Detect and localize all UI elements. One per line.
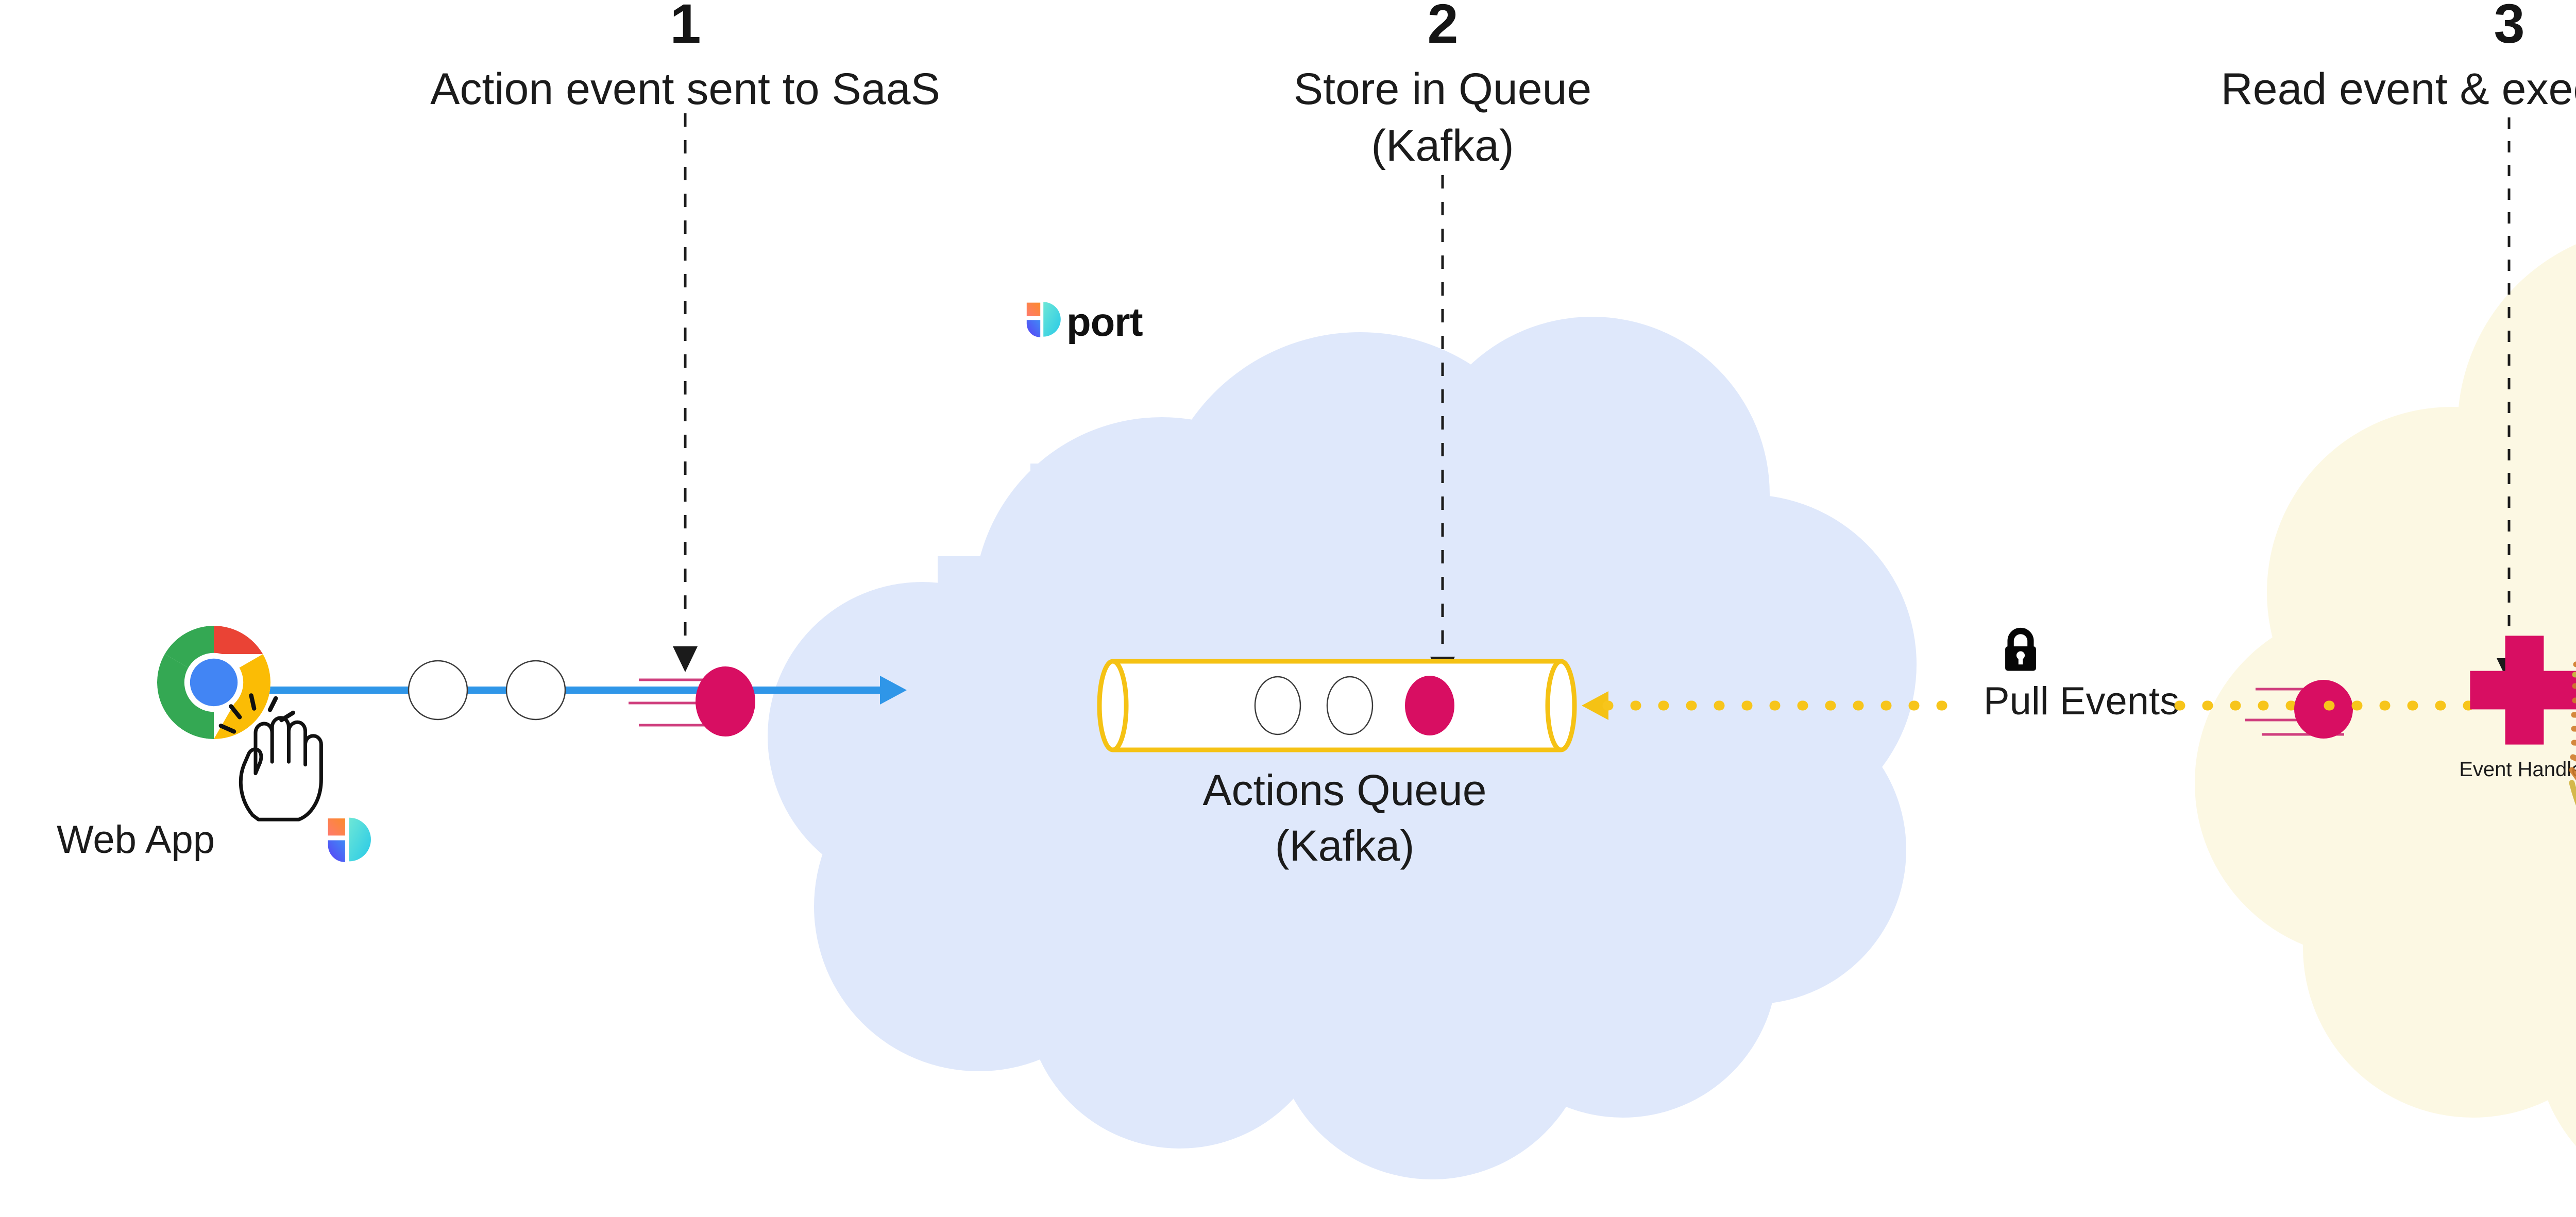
step-1-label: Action event sent to SaaS <box>430 64 940 114</box>
queue-message-filled <box>1405 676 1454 735</box>
actions-queue-cylinder <box>1097 659 1577 752</box>
event-dot-left-group <box>629 666 755 736</box>
event-dot-marker-right <box>2294 680 2353 739</box>
pointing-hand-cursor-icon <box>218 693 323 821</box>
step-1-number: 1 <box>670 0 701 55</box>
step-3-pointer-line <box>2497 117 2521 684</box>
step-2-number: 2 <box>1427 0 1458 55</box>
port-brand-wordmark: port <box>1066 299 1143 345</box>
pull-events-dotted-left <box>1602 700 1963 711</box>
pull-events-dotted-handler <box>2324 700 2499 711</box>
pull-events-label: Pull Events <box>1983 679 2180 723</box>
chrome-icon[interactable] <box>157 626 270 739</box>
event-handler-cross-icon[interactable] <box>2468 633 2576 747</box>
webapp-label: Web App <box>57 818 215 862</box>
queue-message-empty-1 <box>1254 676 1301 735</box>
actions-queue-subtitle: (Kafka) <box>1275 821 1415 870</box>
webapp-to-cloud-connector <box>222 660 907 721</box>
event-dot-marker <box>696 666 755 736</box>
step-2-pointer-line <box>1430 175 1455 682</box>
pull-events-dotted-right <box>2174 700 2330 711</box>
step-3-number: 3 <box>2494 0 2524 55</box>
lock-icon <box>2005 627 2036 671</box>
port-logo-icon <box>328 817 371 862</box>
queue-node-empty-1 <box>408 660 468 721</box>
step-1-pointer-line <box>673 113 698 672</box>
event-dot-right-group <box>2245 680 2353 739</box>
step-3-label: Read event & execute runner <box>2221 64 2576 114</box>
port-brand-logo-icon <box>1026 302 1061 337</box>
step-2-sublabel: (Kafka) <box>1371 121 1514 170</box>
step-2-label: Store in Queue <box>1293 64 1592 114</box>
saas-cloud-shape <box>768 317 1917 1179</box>
event-handler-label: Event Handler <box>2459 758 2576 781</box>
queue-message-empty-2 <box>1326 676 1374 735</box>
runner-fanout-connectors <box>2569 661 2576 806</box>
actions-queue-title: Actions Queue <box>1202 766 1487 814</box>
queue-node-empty-2 <box>505 660 566 721</box>
runner-cloud-shape <box>2195 244 2576 1146</box>
pull-events-arrowhead <box>1582 691 1608 720</box>
